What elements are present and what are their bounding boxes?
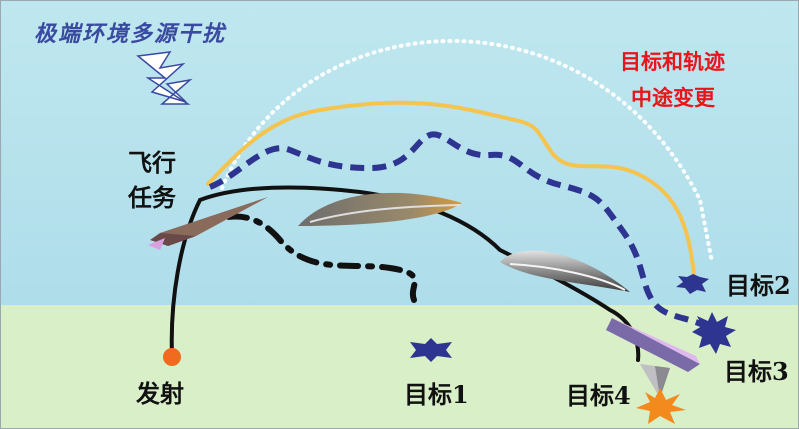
lightning-icon: [136, 51, 193, 105]
interference-title: 极端环境多源干扰: [34, 21, 227, 47]
flight-mission-line2: 任务: [128, 183, 176, 212]
aircraft-icon: [640, 364, 670, 398]
target-2-label: 目标2: [726, 271, 791, 300]
flight-mission-line1: 飞行: [128, 148, 176, 177]
explosion-icon: [636, 388, 686, 424]
aircraft-icon: [500, 250, 630, 292]
trajectory-change-line2: 中途变更: [631, 85, 715, 110]
launch-label: 发射: [136, 379, 184, 408]
blue-dashed-trajectory-path: [208, 131, 714, 333]
dotted-arc-path: [220, 39, 714, 264]
trajectory-change-line1: 目标和轨迹: [620, 49, 725, 74]
target-1-label: 目标1: [404, 380, 469, 409]
target-4-label: 目标4: [566, 381, 631, 410]
aircraft-icon: [298, 192, 462, 226]
yellow-trajectory-path: [206, 100, 697, 287]
launch-point-icon: [163, 348, 181, 366]
target-3-label: 目标3: [724, 357, 789, 386]
aircraft-icon: [606, 318, 700, 372]
aircraft-icon: [148, 197, 268, 250]
black-dashdot-trajectory-path: [187, 213, 418, 303]
target-star-icon: [410, 338, 452, 362]
target-star-icon: [692, 312, 736, 354]
sky-background: [0, 0, 799, 310]
target-star-icon: [676, 274, 709, 294]
